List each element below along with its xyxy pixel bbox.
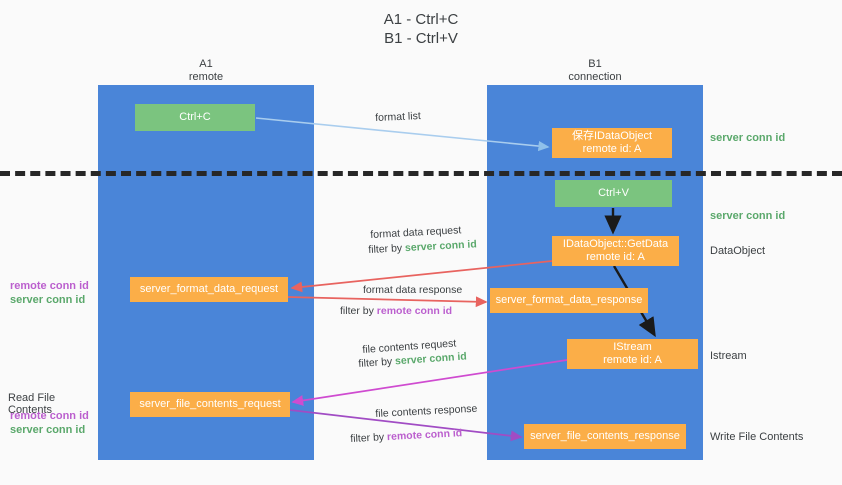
node-istream[interactable]: IStream remote id: A	[567, 339, 698, 369]
title-line-1: A1 - Ctrl+C	[383, 11, 459, 28]
column-header-a1: A1 remote	[98, 58, 314, 84]
node-istream-label: IStream	[613, 341, 652, 353]
column-a1-name: A1	[199, 58, 213, 70]
annotation-server-conn-id-top: server conn id	[710, 132, 786, 144]
filter-by-text-4: filter by	[350, 431, 385, 445]
node-server-format-data-request[interactable]: server_format_data_request	[130, 277, 288, 302]
annotation-remote-conn-id-upper: remote conn id	[10, 280, 89, 292]
node-save-idataobject[interactable]: 保存IDataObject remote id: A	[552, 128, 672, 158]
annotation-server-conn-id-mid: server conn id	[710, 210, 786, 222]
node-server-format-data-response[interactable]: server_format_data_response	[490, 288, 648, 313]
filter-target-remote-conn-id-2: remote conn id	[386, 427, 463, 444]
annotation-dataobject: DataObject	[710, 245, 766, 257]
annotation-remote-conn-id-lower: remote conn id	[10, 410, 89, 422]
node-server-file-contents-response[interactable]: server_file_contents_response	[524, 424, 686, 449]
column-header-b1: B1 connection	[487, 58, 703, 84]
edge-label-format-list: format list	[375, 110, 421, 124]
annotation-write-file-contents: Write File Contents	[710, 431, 804, 443]
column-b1-role: connection	[568, 71, 622, 83]
node-server-file-contents-response-label: server_file_contents_response	[530, 430, 680, 442]
annotation-conn-ids-upper: remote conn id server conn id	[10, 279, 98, 307]
edge-label-file-contents-response-filter: filter by remote conn id	[350, 427, 463, 446]
page-title: A1 - Ctrl+C B1 - Ctrl+V	[0, 10, 842, 48]
node-idataobject-getdata-label: IDataObject::GetData	[562, 238, 669, 250]
annotation-read-file-contents: Read File Contents	[8, 392, 56, 416]
node-ctrl-c-label: Ctrl+C	[179, 111, 211, 123]
annotation-istream: Istream	[710, 350, 747, 362]
node-idataobject-getdata[interactable]: IDataObject::GetData remote id: A	[552, 236, 679, 266]
annotation-server-conn-id-lower: server conn id	[10, 424, 86, 436]
node-istream-sublabel: remote id: A	[603, 354, 662, 366]
edge-format-data-response	[287, 296, 488, 308]
edge-label-format-data-response-filter: filter by remote conn id	[340, 305, 452, 318]
filter-by-text-3: filter by	[358, 355, 393, 370]
node-ctrl-v-label: Ctrl+V	[598, 187, 629, 199]
annotation-server-conn-id-upper: server conn id	[10, 294, 86, 306]
node-server-format-data-request-label: server_format_data_request	[139, 283, 279, 295]
node-server-format-data-response-label: server_format_data_response	[495, 294, 643, 306]
filter-target-server-conn-id-1: server conn id	[404, 238, 478, 255]
column-a1-role: remote	[188, 71, 224, 83]
edge-label-format-data-response: format data response	[363, 284, 463, 296]
filter-target-remote-conn-id-1: remote conn id	[376, 305, 453, 317]
annotation-conn-ids-lower: remote conn id server conn id	[10, 409, 98, 437]
node-idataobject-getdata-sublabel: remote id: A	[586, 251, 645, 263]
node-ctrl-c[interactable]: Ctrl+C	[135, 104, 255, 131]
edge-label-file-contents-response: file contents response	[375, 402, 478, 420]
column-b1-name: B1	[588, 58, 602, 70]
title-line-2: B1 - Ctrl+V	[384, 30, 458, 47]
node-ctrl-v[interactable]: Ctrl+V	[555, 180, 672, 207]
node-server-file-contents-request[interactable]: server_file_contents_request	[130, 392, 290, 417]
divider-dashed-line	[0, 171, 842, 176]
node-save-idataobject-sublabel: remote id: A	[582, 143, 642, 155]
filter-by-text-2: filter by	[340, 305, 374, 317]
filter-by-text-1: filter by	[368, 242, 403, 256]
node-save-idataobject-label: 保存IDataObject	[571, 130, 653, 142]
node-server-file-contents-request-label: server_file_contents_request	[139, 398, 281, 410]
